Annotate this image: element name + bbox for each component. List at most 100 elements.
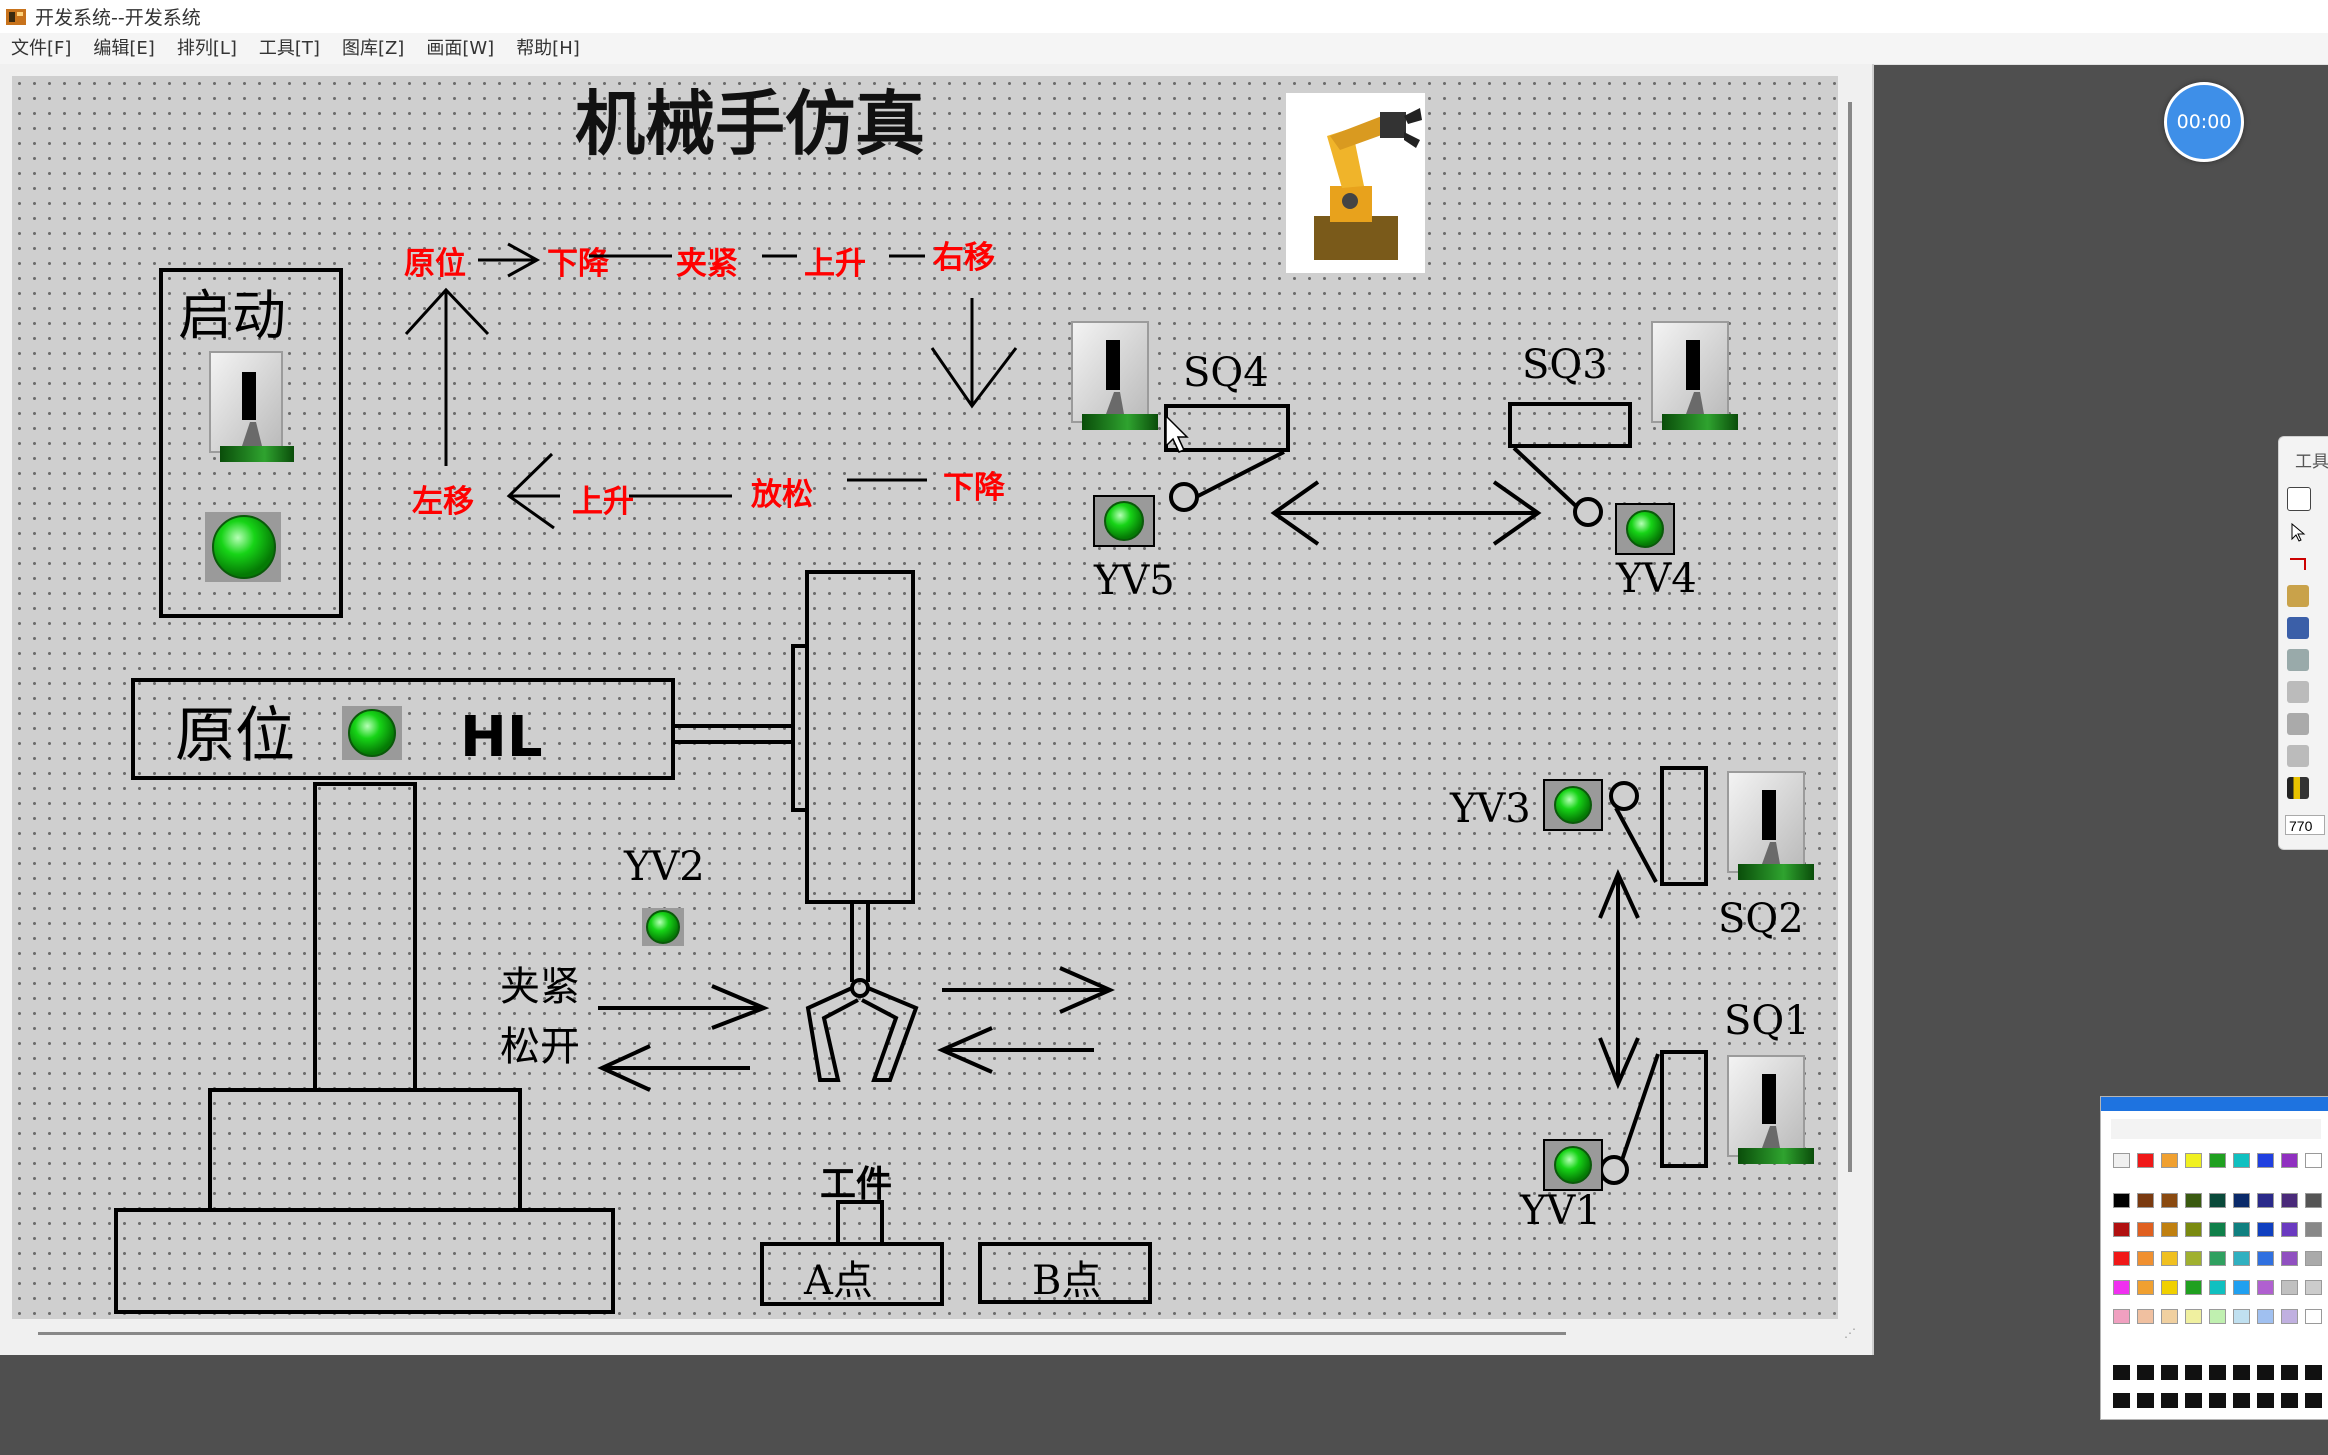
color-swatch[interactable] bbox=[2137, 1309, 2154, 1324]
color-swatch[interactable] bbox=[2137, 1251, 2154, 1266]
sq1-limit-switch[interactable] bbox=[1727, 1055, 1814, 1164]
color-swatch[interactable] bbox=[2185, 1280, 2202, 1295]
pattern-swatch[interactable] bbox=[2209, 1393, 2226, 1408]
color-swatch[interactable] bbox=[2209, 1193, 2226, 1208]
sq3-limit-switch[interactable] bbox=[1651, 321, 1738, 430]
pattern-swatch[interactable] bbox=[2257, 1365, 2274, 1380]
color-swatch[interactable] bbox=[2137, 1222, 2154, 1237]
color-swatch[interactable] bbox=[2257, 1309, 2274, 1324]
align-tool-icon[interactable] bbox=[2287, 649, 2309, 671]
color-swatch[interactable] bbox=[2137, 1153, 2154, 1168]
color-swatch[interactable] bbox=[2233, 1280, 2250, 1295]
color-swatch[interactable] bbox=[2281, 1251, 2298, 1266]
color-swatch[interactable] bbox=[2305, 1222, 2322, 1237]
pattern-swatch[interactable] bbox=[2281, 1365, 2298, 1380]
image-tool-icon[interactable] bbox=[2287, 585, 2309, 607]
color-swatch[interactable] bbox=[2305, 1193, 2322, 1208]
color-swatch[interactable] bbox=[2161, 1193, 2178, 1208]
new-object-icon[interactable] bbox=[2287, 487, 2311, 511]
color-swatch[interactable] bbox=[2161, 1251, 2178, 1266]
spacing-tool-icon[interactable] bbox=[2287, 745, 2309, 767]
menu-file[interactable]: 文件[F] bbox=[11, 38, 72, 59]
color-swatch[interactable] bbox=[2185, 1153, 2202, 1168]
color-swatch[interactable] bbox=[2113, 1309, 2130, 1324]
pattern-swatch[interactable] bbox=[2209, 1365, 2226, 1380]
menu-edit[interactable]: 编辑[E] bbox=[93, 38, 155, 59]
pattern-swatch[interactable] bbox=[2305, 1393, 2322, 1408]
color-swatch[interactable] bbox=[2305, 1309, 2322, 1324]
color-swatch[interactable] bbox=[2161, 1309, 2178, 1324]
color-swatch[interactable] bbox=[2185, 1222, 2202, 1237]
color-swatch[interactable] bbox=[2113, 1193, 2130, 1208]
menu-help[interactable]: 帮助[H] bbox=[516, 38, 580, 59]
menu-arrange[interactable]: 排列[L] bbox=[176, 38, 237, 59]
sq2-limit-switch[interactable] bbox=[1727, 771, 1814, 880]
tool-value-field[interactable]: 770 bbox=[2285, 815, 2325, 835]
color-swatch[interactable] bbox=[2209, 1153, 2226, 1168]
color-swatch[interactable] bbox=[2257, 1153, 2274, 1168]
menu-library[interactable]: 图库[Z] bbox=[341, 38, 405, 59]
vertical-scrollbar[interactable] bbox=[1848, 102, 1852, 1172]
pattern-swatch[interactable] bbox=[2233, 1365, 2250, 1380]
color-swatch[interactable] bbox=[2257, 1193, 2274, 1208]
pattern-swatch[interactable] bbox=[2113, 1393, 2130, 1408]
pattern-swatch[interactable] bbox=[2233, 1393, 2250, 1408]
color-swatch[interactable] bbox=[2137, 1280, 2154, 1295]
pattern-swatch[interactable] bbox=[2185, 1393, 2202, 1408]
color-swatch[interactable] bbox=[2161, 1280, 2178, 1295]
sq4-limit-switch[interactable] bbox=[1071, 321, 1158, 430]
component-tool-icon[interactable] bbox=[2287, 617, 2309, 639]
color-swatch[interactable] bbox=[2185, 1251, 2202, 1266]
horizontal-scrollbar[interactable] bbox=[38, 1332, 1566, 1335]
color-swatch[interactable] bbox=[2305, 1280, 2322, 1295]
distribute-tool-icon[interactable] bbox=[2287, 713, 2309, 735]
color-swatch[interactable] bbox=[2113, 1280, 2130, 1295]
pattern-swatch[interactable] bbox=[2161, 1365, 2178, 1380]
pattern-swatch[interactable] bbox=[2113, 1365, 2130, 1380]
pattern-swatch[interactable] bbox=[2137, 1393, 2154, 1408]
color-swatch[interactable] bbox=[2281, 1309, 2298, 1324]
color-swatch[interactable] bbox=[2161, 1153, 2178, 1168]
color-swatch[interactable] bbox=[2233, 1222, 2250, 1237]
color-swatch[interactable] bbox=[2233, 1251, 2250, 1266]
color-swatch[interactable] bbox=[2185, 1193, 2202, 1208]
color-swatch[interactable] bbox=[2209, 1222, 2226, 1237]
color-swatch[interactable] bbox=[2281, 1193, 2298, 1208]
line-tool-icon[interactable] bbox=[2287, 553, 2309, 575]
color-swatch[interactable] bbox=[2113, 1222, 2130, 1237]
pattern-swatch[interactable] bbox=[2257, 1393, 2274, 1408]
color-swatch[interactable] bbox=[2257, 1251, 2274, 1266]
color-swatch[interactable] bbox=[2209, 1251, 2226, 1266]
pointer-icon[interactable] bbox=[2287, 521, 2309, 543]
color-swatch[interactable] bbox=[2161, 1222, 2178, 1237]
pattern-swatch[interactable] bbox=[2185, 1365, 2202, 1380]
pattern-swatch[interactable] bbox=[2305, 1365, 2322, 1380]
color-swatch[interactable] bbox=[2281, 1153, 2298, 1168]
pattern-swatch[interactable] bbox=[2161, 1393, 2178, 1408]
color-swatch[interactable] bbox=[2233, 1153, 2250, 1168]
bar-tool-icon[interactable] bbox=[2287, 777, 2309, 799]
color-swatch[interactable] bbox=[2233, 1193, 2250, 1208]
color-swatch[interactable] bbox=[2209, 1309, 2226, 1324]
resize-tool-icon[interactable] bbox=[2287, 681, 2309, 703]
menu-tools[interactable]: 工具[T] bbox=[258, 38, 320, 59]
recording-timer[interactable]: 00:00 bbox=[2164, 82, 2244, 162]
pattern-swatch[interactable] bbox=[2281, 1393, 2298, 1408]
color-swatch[interactable] bbox=[2209, 1280, 2226, 1295]
drawing-canvas[interactable]: 机械手仿真 启动 bbox=[12, 76, 1838, 1319]
color-swatch[interactable] bbox=[2305, 1251, 2322, 1266]
color-swatch[interactable] bbox=[2257, 1222, 2274, 1237]
color-swatch[interactable] bbox=[2257, 1280, 2274, 1295]
color-swatch[interactable] bbox=[2185, 1309, 2202, 1324]
color-swatch[interactable] bbox=[2233, 1309, 2250, 1324]
color-swatch[interactable] bbox=[2305, 1153, 2322, 1168]
resize-grip-icon[interactable]: ⋰ bbox=[1844, 1326, 1856, 1340]
color-swatch[interactable] bbox=[2113, 1251, 2130, 1266]
color-swatch[interactable] bbox=[2281, 1222, 2298, 1237]
pattern-swatch[interactable] bbox=[2137, 1365, 2154, 1380]
start-switch[interactable] bbox=[209, 351, 294, 462]
menu-screen[interactable]: 画面[W] bbox=[426, 38, 495, 59]
color-swatch[interactable] bbox=[2113, 1153, 2130, 1168]
color-swatch[interactable] bbox=[2281, 1280, 2298, 1295]
color-swatch[interactable] bbox=[2137, 1193, 2154, 1208]
